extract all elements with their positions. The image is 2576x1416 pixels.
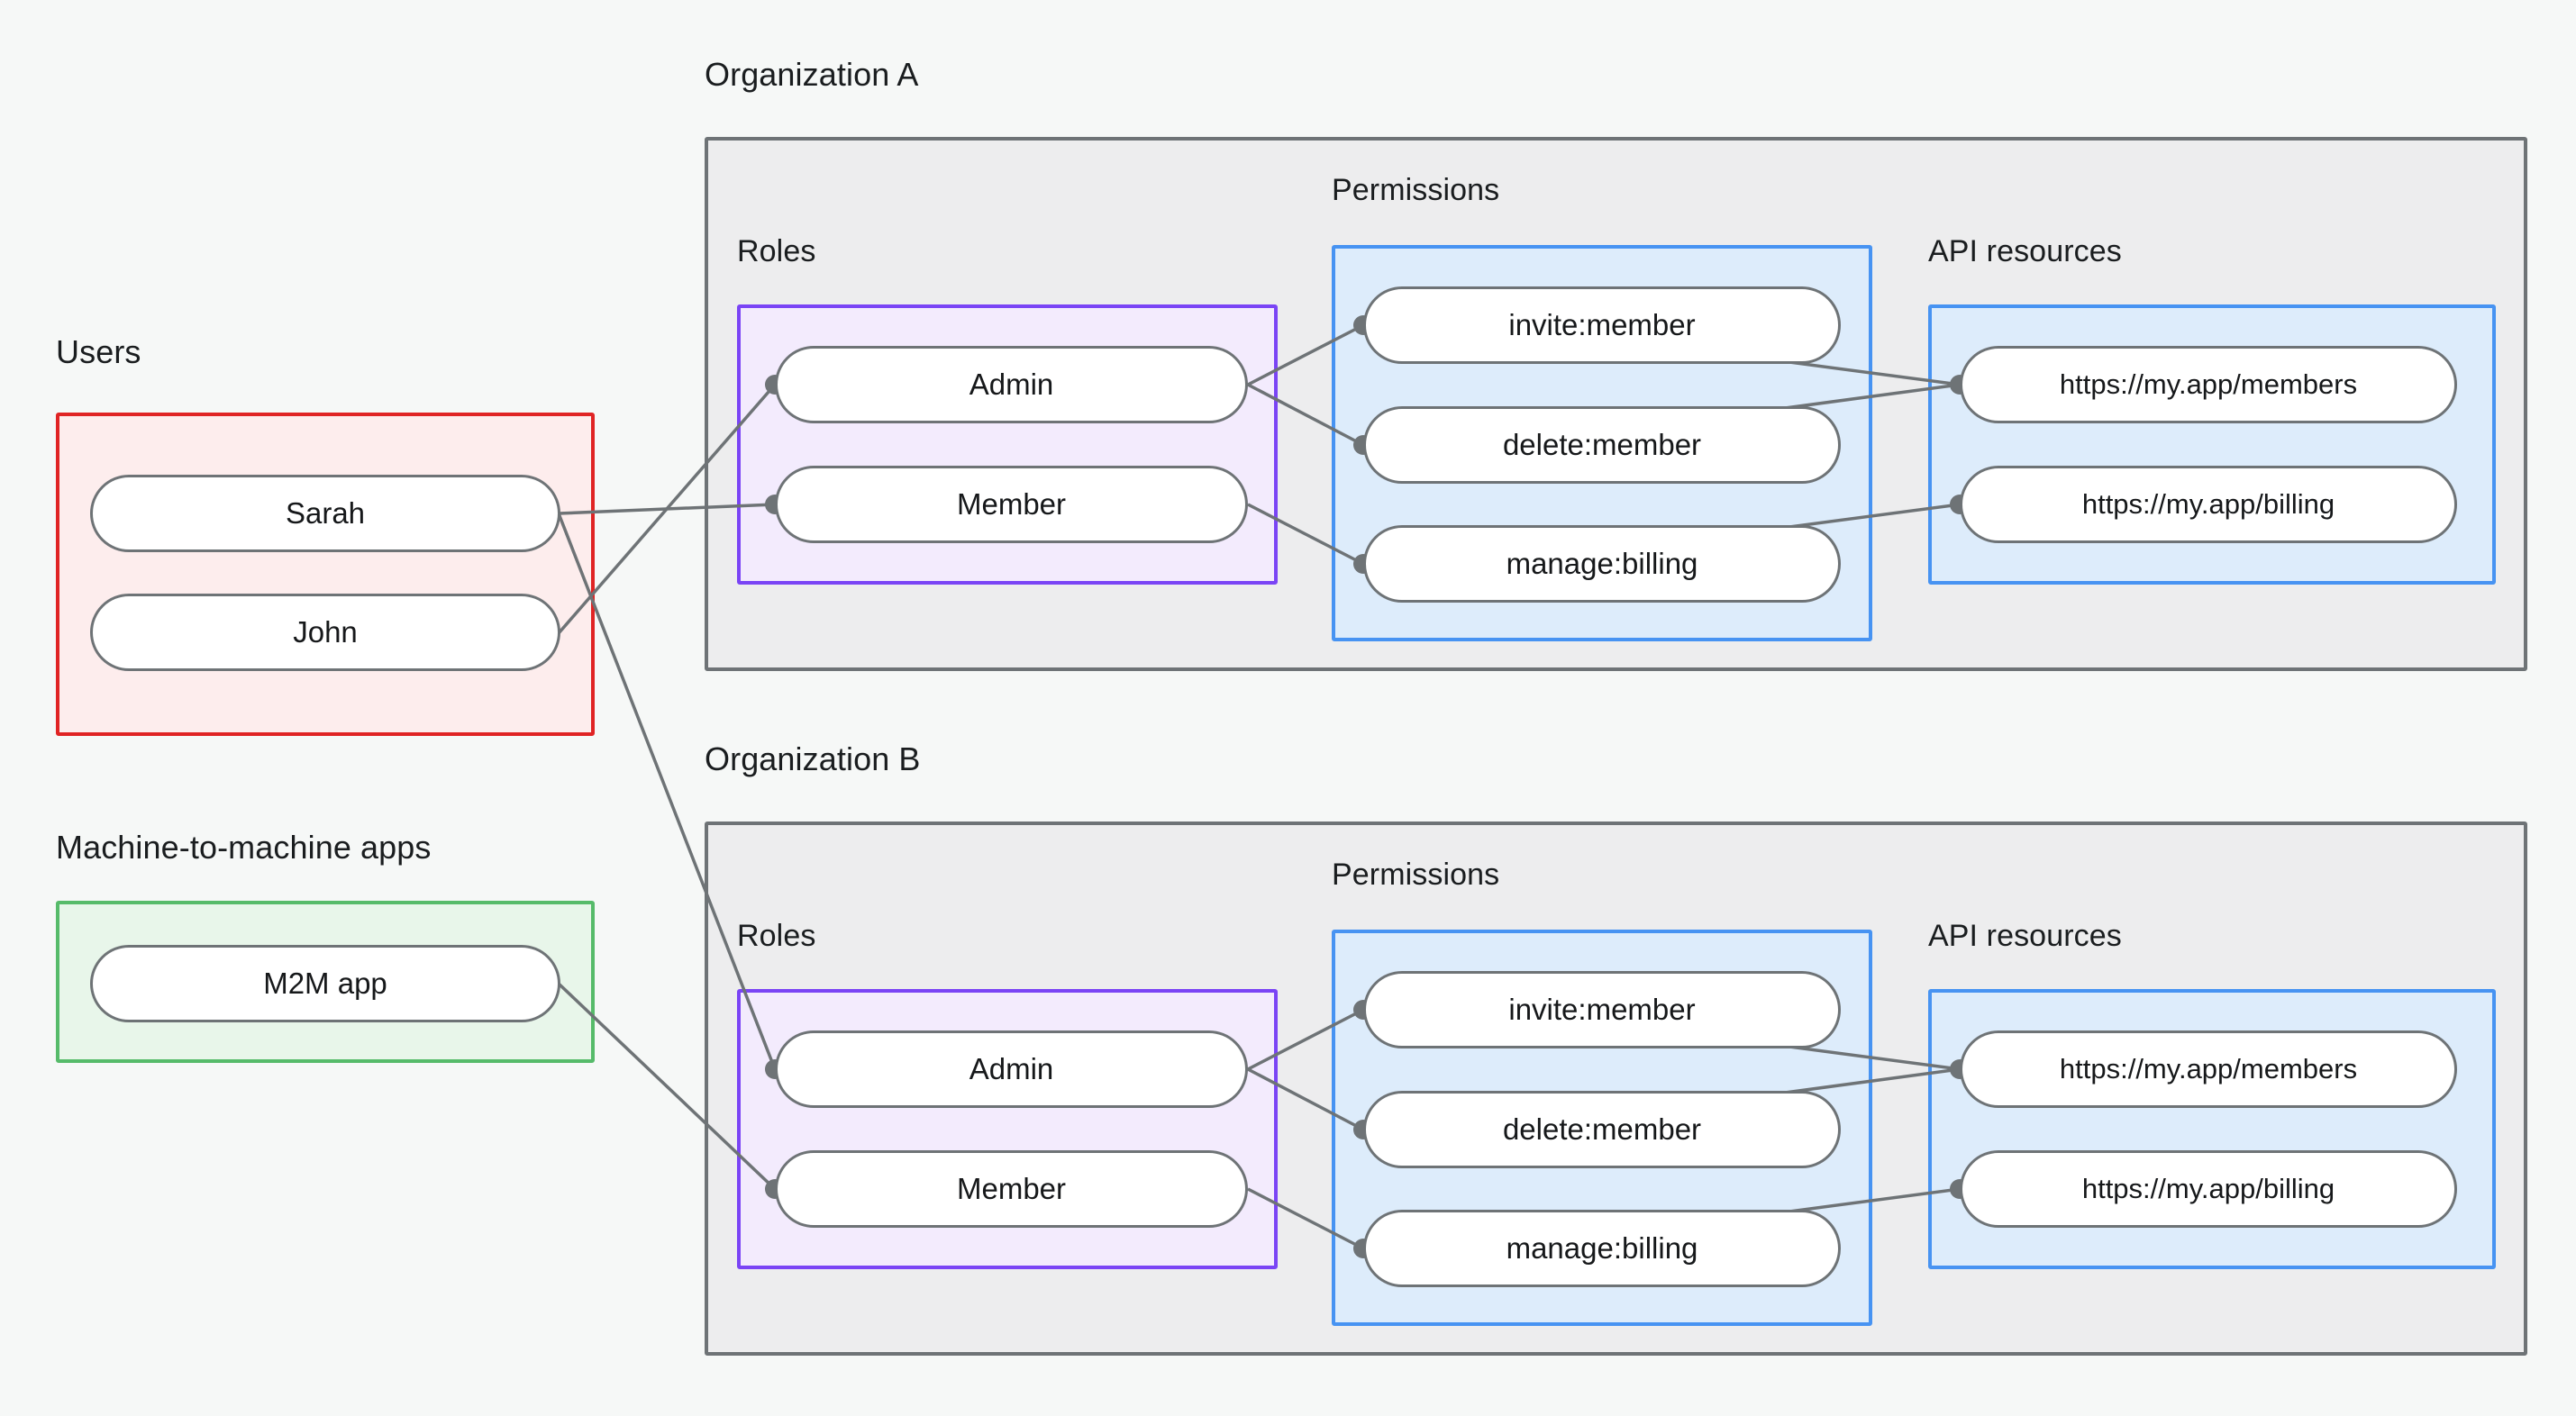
org-b-permissions-label: Permissions [1332,858,1500,892]
user-node-john[interactable]: John [90,594,560,671]
org-b-roles-label: Roles [737,919,816,953]
org-b-api-label: API resources [1928,919,2122,953]
users-container [56,413,595,736]
org-a-permission-manage-billing[interactable]: manage:billing [1363,525,1841,603]
org-b-role-admin[interactable]: Admin [775,1030,1248,1108]
org-a-api-billing[interactable]: https://my.app/billing [1960,466,2457,543]
org-b-api-members[interactable]: https://my.app/members [1960,1030,2457,1108]
org-a-permission-invite-member[interactable]: invite:member [1363,286,1841,364]
m2m-node-app[interactable]: M2M app [90,945,560,1022]
org-a-roles-label: Roles [737,234,816,268]
org-b-role-member[interactable]: Member [775,1150,1248,1228]
org-a-title: Organization A [705,56,919,93]
org-a-role-member[interactable]: Member [775,466,1248,543]
org-a-api-label: API resources [1928,234,2122,268]
org-b-title: Organization B [705,740,921,777]
m2m-title: Machine-to-machine apps [56,829,432,866]
org-b-permission-delete-member[interactable]: delete:member [1363,1091,1841,1168]
org-b-permission-invite-member[interactable]: invite:member [1363,971,1841,1048]
org-a-permission-delete-member[interactable]: delete:member [1363,406,1841,484]
org-b-permission-manage-billing[interactable]: manage:billing [1363,1210,1841,1287]
org-b-api-billing[interactable]: https://my.app/billing [1960,1150,2457,1228]
org-a-api-members[interactable]: https://my.app/members [1960,346,2457,423]
org-a-permissions-label: Permissions [1332,173,1500,207]
org-a-role-admin[interactable]: Admin [775,346,1248,423]
user-node-sarah[interactable]: Sarah [90,475,560,552]
users-title: Users [56,333,141,370]
